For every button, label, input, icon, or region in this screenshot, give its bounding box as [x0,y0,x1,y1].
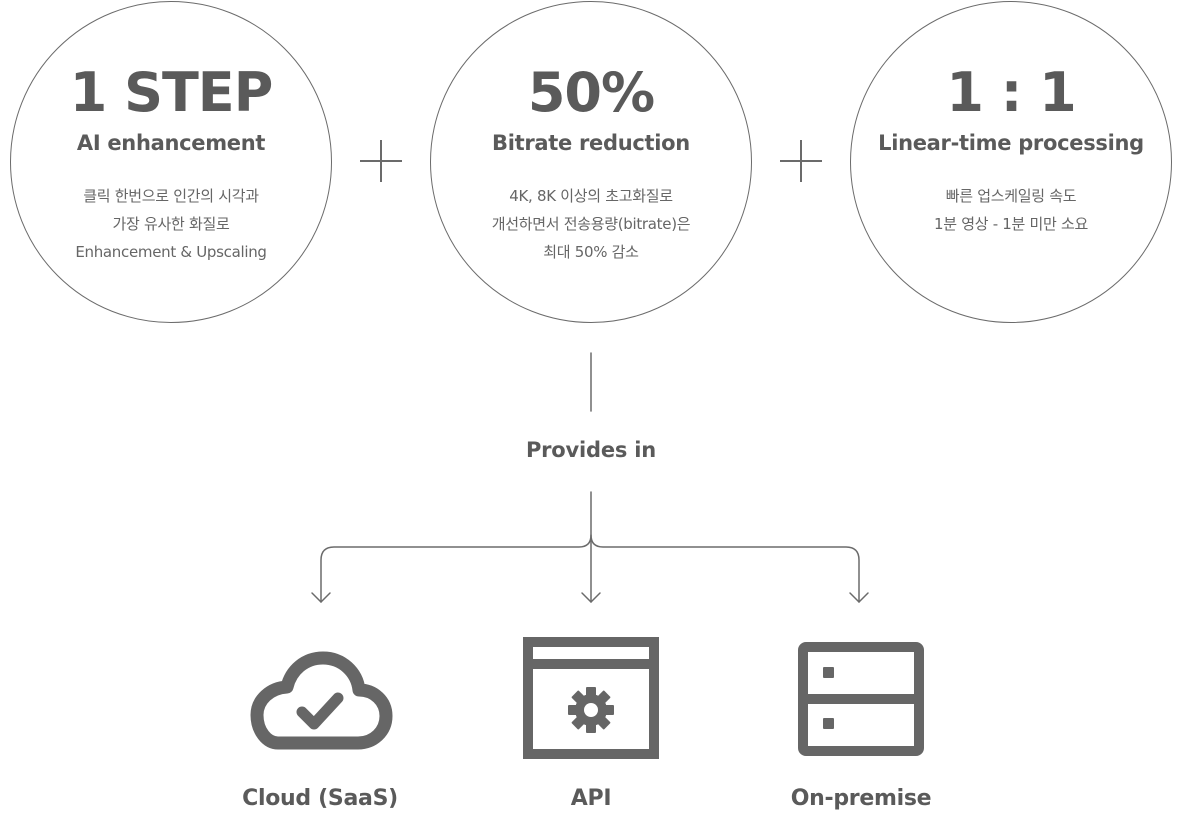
feature-description-line: 가장 유사한 화질로 [112,215,230,233]
arrow-head-left [311,592,331,603]
feature-description: 클릭 한번으로 인간의 시각과 가장 유사한 화질로 Enhancement &… [21,182,321,266]
feature-description-line: 클릭 한번으로 인간의 시각과 [83,187,259,205]
feature-circle-linear: 1 : 1 Linear-time processing 빠른 업스케일링 속도… [850,1,1172,323]
plus-icon [360,140,402,182]
window-gear-icon [523,637,659,759]
feature-title: AI enhancement [76,131,266,155]
provides-in-label: Provides in [525,438,657,462]
feature-description-line: 최대 50% 감소 [543,243,639,261]
feature-description: 4K, 8K 이상의 초고화질로 개선하면서 전송용량(bitrate)은 최대… [441,182,741,266]
server-icon [798,642,924,756]
feature-description-line: 빠른 업스케일링 속도 [945,187,1077,205]
cloud-check-icon [250,651,393,750]
feature-description-line: 1분 영상 - 1분 미만 소요 [934,215,1088,233]
feature-description: 빠른 업스케일링 속도 1분 영상 - 1분 미만 소요 [861,182,1161,238]
connector-branch-line [320,491,860,603]
option-label-cloud: Cloud (SaaS) [242,786,398,811]
feature-title: Linear-time processing [878,131,1144,155]
option-label-on-premise: On-premise [790,786,932,811]
feature-circle-bitrate: 50% Bitrate reduction 4K, 8K 이상의 초고화질로 개… [430,1,752,323]
plus-icon [780,140,822,182]
feature-description-line: Enhancement & Upscaling [75,243,267,261]
feature-description-line: 개선하면서 전송용량(bitrate)은 [491,215,691,233]
feature-headline: 50% [527,61,655,124]
arrow-head-center [581,592,601,603]
feature-headline: 1 : 1 [946,61,1076,124]
arrow-head-right [849,592,869,603]
feature-circle-step: 1 STEP AI enhancement 클릭 한번으로 인간의 시각과 가장… [10,1,332,323]
feature-headline: 1 STEP [69,61,274,124]
feature-title: Bitrate reduction [492,131,690,155]
option-label-api: API [570,786,612,811]
feature-description-line: 4K, 8K 이상의 초고화질로 [509,187,673,205]
